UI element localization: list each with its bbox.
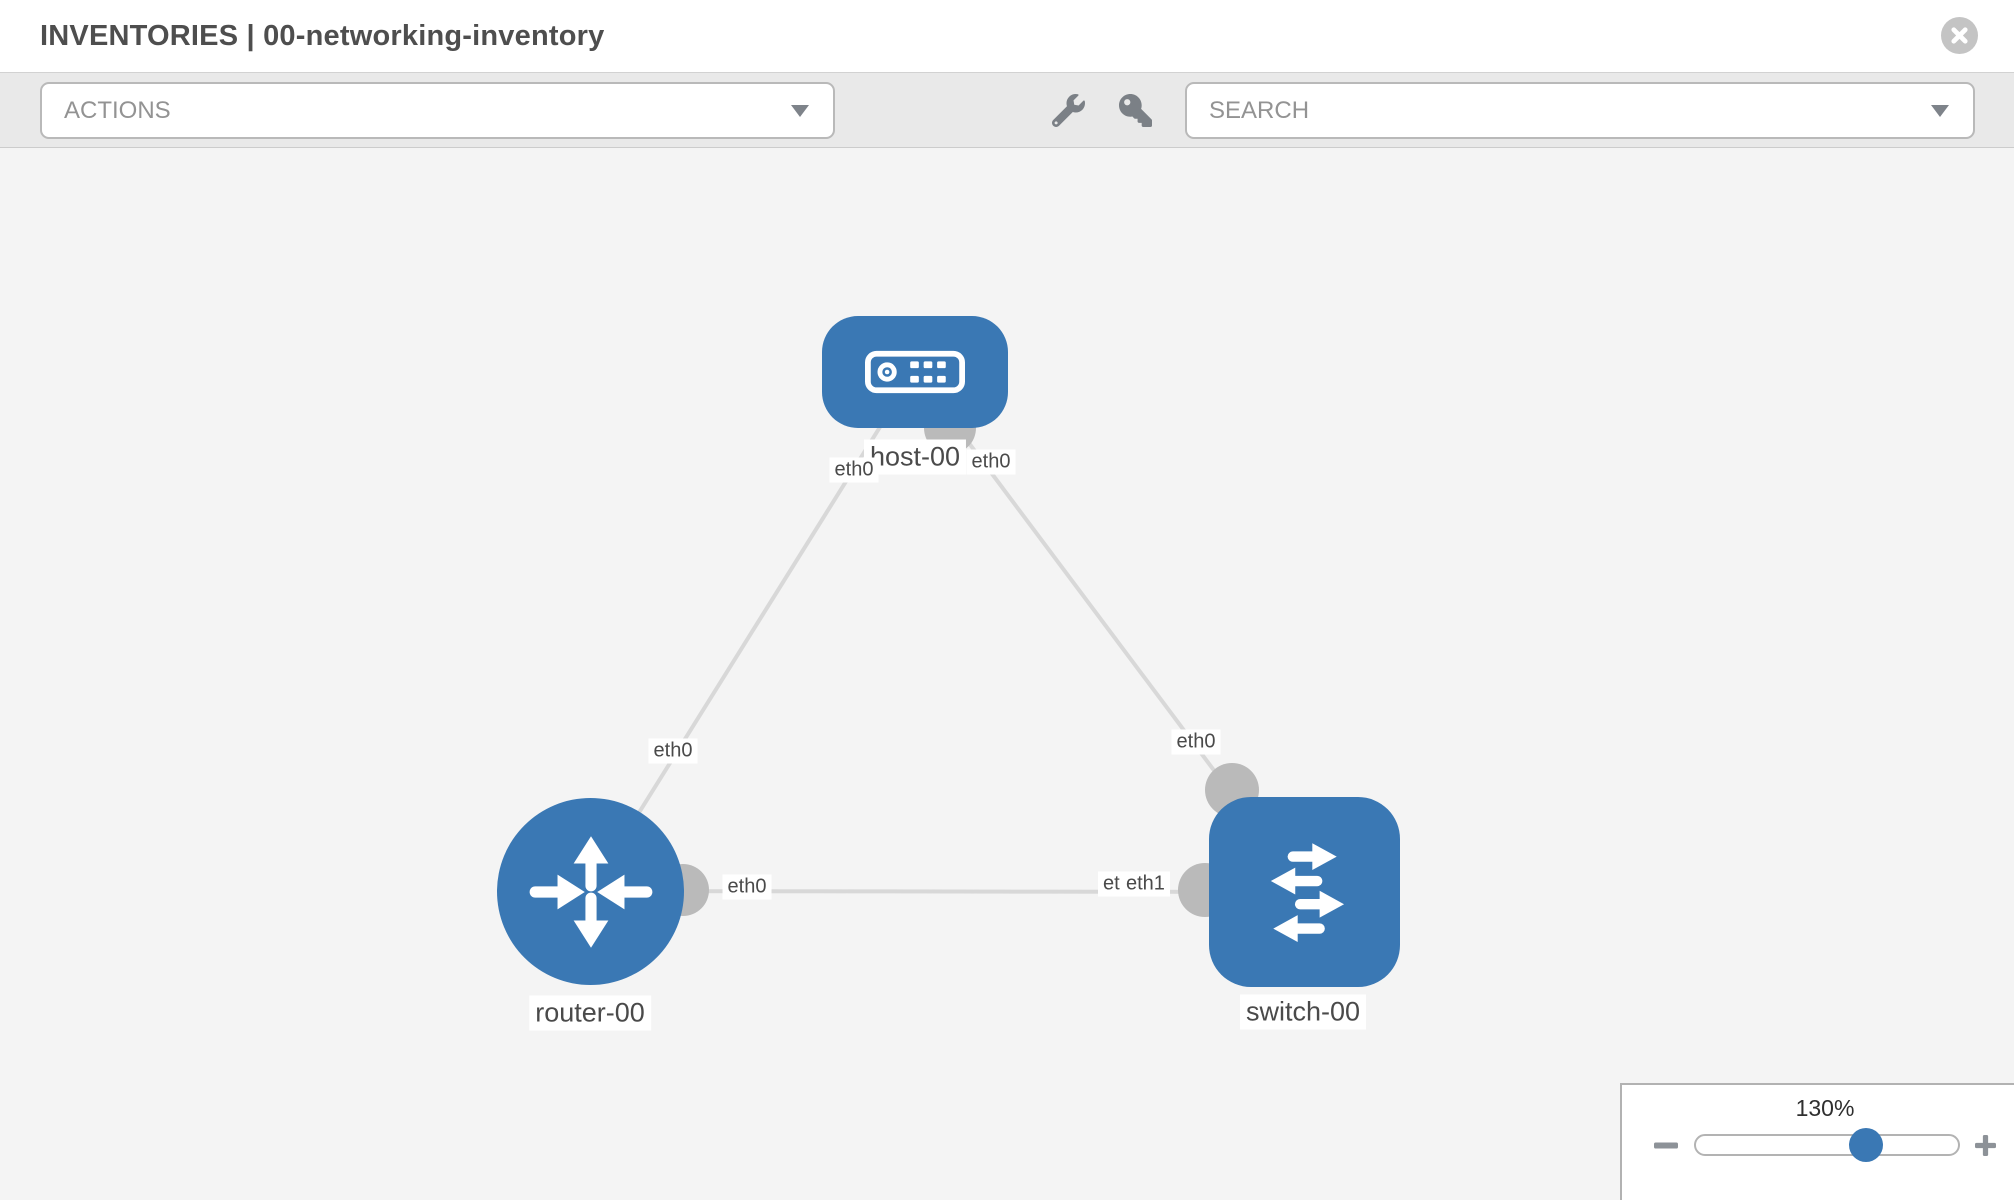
interface-label-switch-left-front: eth1 [1121, 871, 1170, 897]
router-icon [529, 835, 652, 948]
node-label-router: router-00 [529, 995, 651, 1031]
switch-icon [1270, 843, 1344, 943]
topology-links [588, 369, 1307, 917]
node-label-switch: switch-00 [1239, 994, 1367, 1030]
tools-button[interactable] [1046, 88, 1090, 132]
node-label-host: host-00 [863, 439, 967, 475]
wrench-icon [1051, 93, 1085, 127]
caret-down-icon [1931, 105, 1949, 117]
node-router-00[interactable] [497, 798, 684, 985]
actions-dropdown[interactable]: ACTIONS [40, 82, 835, 139]
zoom-slider-thumb[interactable] [1849, 1128, 1883, 1162]
node-host-00[interactable] [822, 316, 1008, 428]
interface-label-host-left: eth0 [829, 457, 879, 483]
search-dropdown-label: SEARCH [1209, 97, 1310, 124]
interface-label-router-right: eth0 [722, 874, 772, 900]
header: INVENTORIES | 00-networking-inventory [0, 0, 2014, 72]
zoom-control-panel: 130% [1620, 1083, 2014, 1200]
interface-label-host-switch-link: eth0 [1171, 729, 1221, 755]
interface-label-host-router-link: eth0 [648, 738, 698, 764]
caret-down-icon [791, 105, 809, 117]
interface-label-host-right: eth0 [966, 449, 1016, 475]
actions-dropdown-label: ACTIONS [64, 97, 171, 124]
node-switch-00[interactable] [1209, 797, 1400, 987]
zoom-out-button[interactable] [1650, 1131, 1682, 1159]
toolbar: ACTIONS SEARCH [0, 72, 2014, 148]
key-icon [1118, 93, 1152, 127]
minus-icon [1654, 1142, 1678, 1148]
plus-icon [1974, 1134, 1996, 1156]
zoom-level-value: 130% [1795, 1095, 1855, 1121]
close-button[interactable] [1941, 17, 1978, 54]
zoom-in-button[interactable] [1971, 1131, 1999, 1159]
close-icon [1951, 27, 1968, 44]
credentials-button[interactable] [1113, 88, 1157, 132]
page-title: INVENTORIES | 00-networking-inventory [40, 20, 605, 52]
zoom-slider[interactable] [1694, 1128, 1960, 1162]
topology-canvas[interactable]: host-00 router-00 switch-00 eth0 eth0 et… [0, 148, 2014, 1200]
host-icon [865, 350, 965, 394]
search-dropdown[interactable]: SEARCH [1185, 82, 1975, 139]
